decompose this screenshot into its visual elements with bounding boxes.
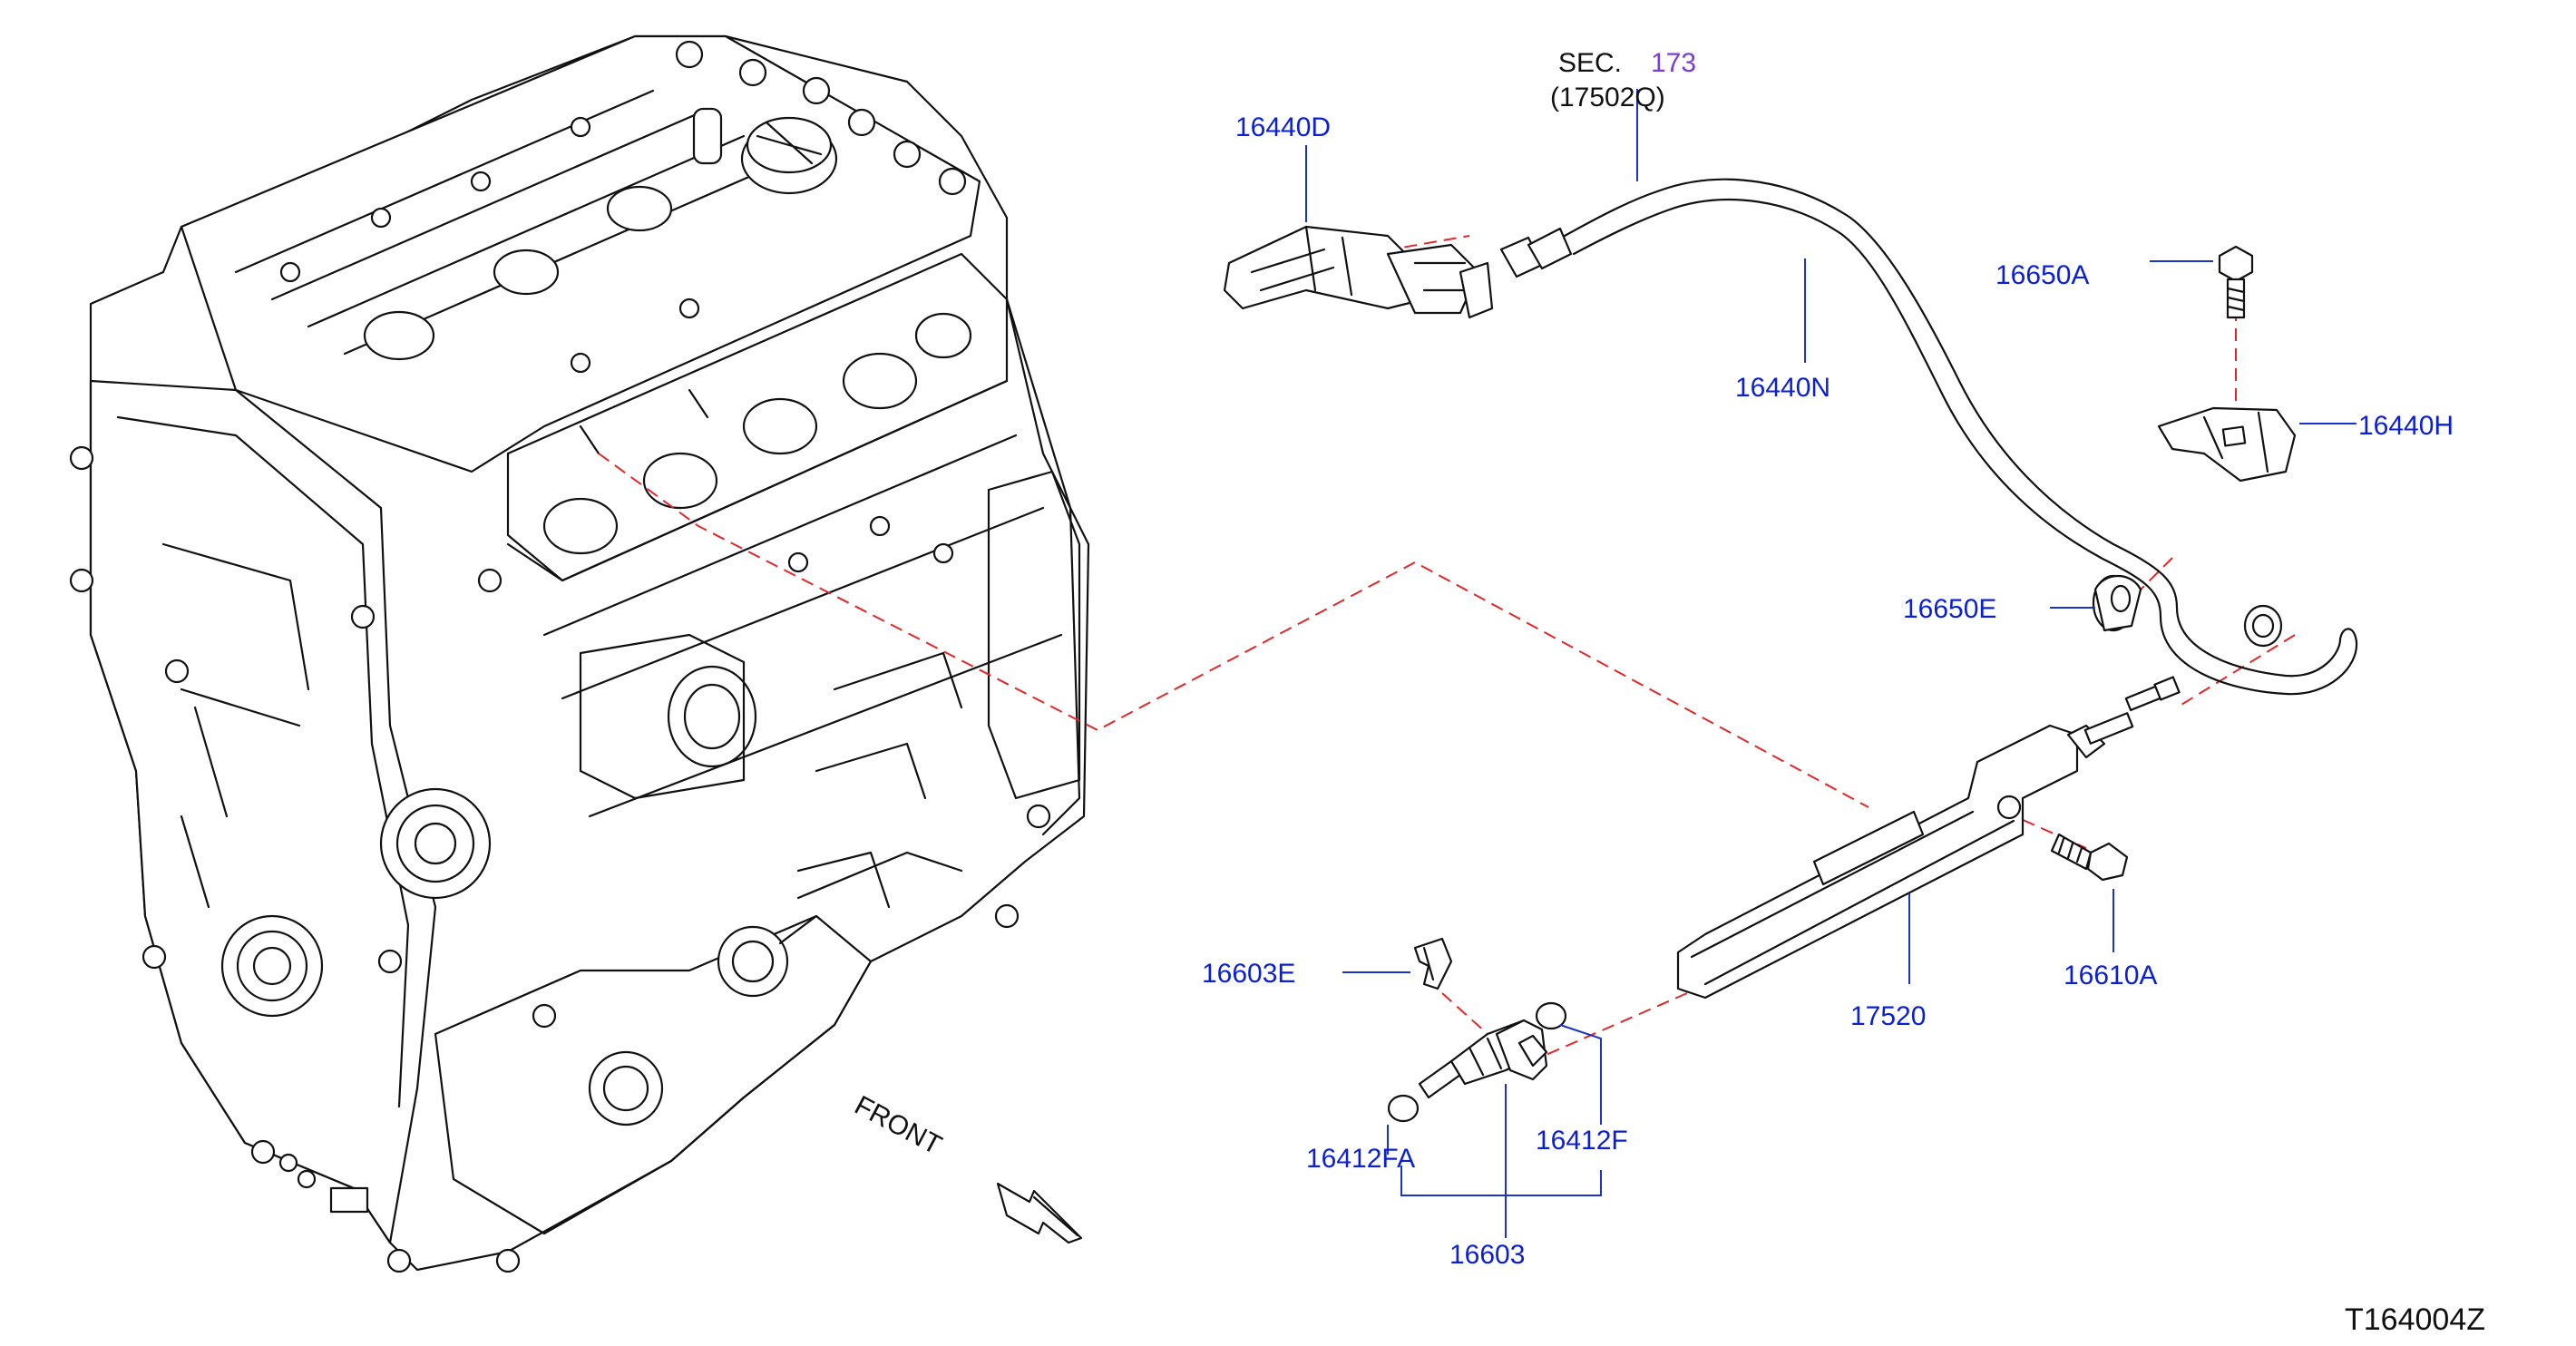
dashed-reference-lines: [598, 235, 2296, 1058]
section-part-number: (17502Q): [1550, 83, 1665, 112]
label-16440H[interactable]: 16440H: [2358, 411, 2454, 441]
label-16603E[interactable]: 16603E: [1202, 959, 1295, 989]
part-16650E-hose-clip: [2092, 574, 2142, 632]
label-16440D[interactable]: 16440D: [1235, 112, 1331, 142]
engine-block-illustration: [69, 34, 1090, 1273]
part-16603E-injector-clip: [1413, 937, 1453, 990]
part-17520-fuel-tube: [1676, 676, 2181, 1000]
part-16440H-hose-clamp: [2157, 406, 2297, 483]
label-16412FA[interactable]: 16412FA: [1306, 1144, 1415, 1174]
label-16412F[interactable]: 16412F: [1536, 1126, 1628, 1156]
part-16412F-o-ring: [1535, 1001, 1567, 1030]
leader-lines: [1305, 89, 2356, 1238]
label-16610A[interactable]: 16610A: [2064, 961, 2157, 990]
part-16603-fuel-injector: [1418, 1019, 1548, 1099]
front-direction-arrow: [996, 1182, 1083, 1244]
front-label: FRONT: [850, 1090, 947, 1161]
part-labels: SEC. 173 (17502Q) 16440D 16440N 16650A 1…: [850, 48, 2485, 1337]
part-16440D-quick-connector: [1223, 225, 1494, 319]
part-16610A-bolt: [2050, 833, 2129, 882]
part-16440N-fuel-hose: [1499, 178, 2358, 696]
section-label: SEC.: [1558, 48, 1622, 78]
label-16603[interactable]: 16603: [1449, 1240, 1525, 1270]
label-16650A[interactable]: 16650A: [1995, 260, 2089, 290]
drawing-code: T164004Z: [2345, 1302, 2485, 1337]
label-16440N[interactable]: 16440N: [1735, 373, 1830, 403]
part-16650A-bolt: [2218, 245, 2254, 319]
part-16412FA-o-ring: [1387, 1094, 1420, 1123]
label-16650E[interactable]: 16650E: [1903, 594, 1996, 624]
label-17520[interactable]: 17520: [1850, 1001, 1926, 1031]
section-link-173[interactable]: 173: [1651, 48, 1696, 78]
